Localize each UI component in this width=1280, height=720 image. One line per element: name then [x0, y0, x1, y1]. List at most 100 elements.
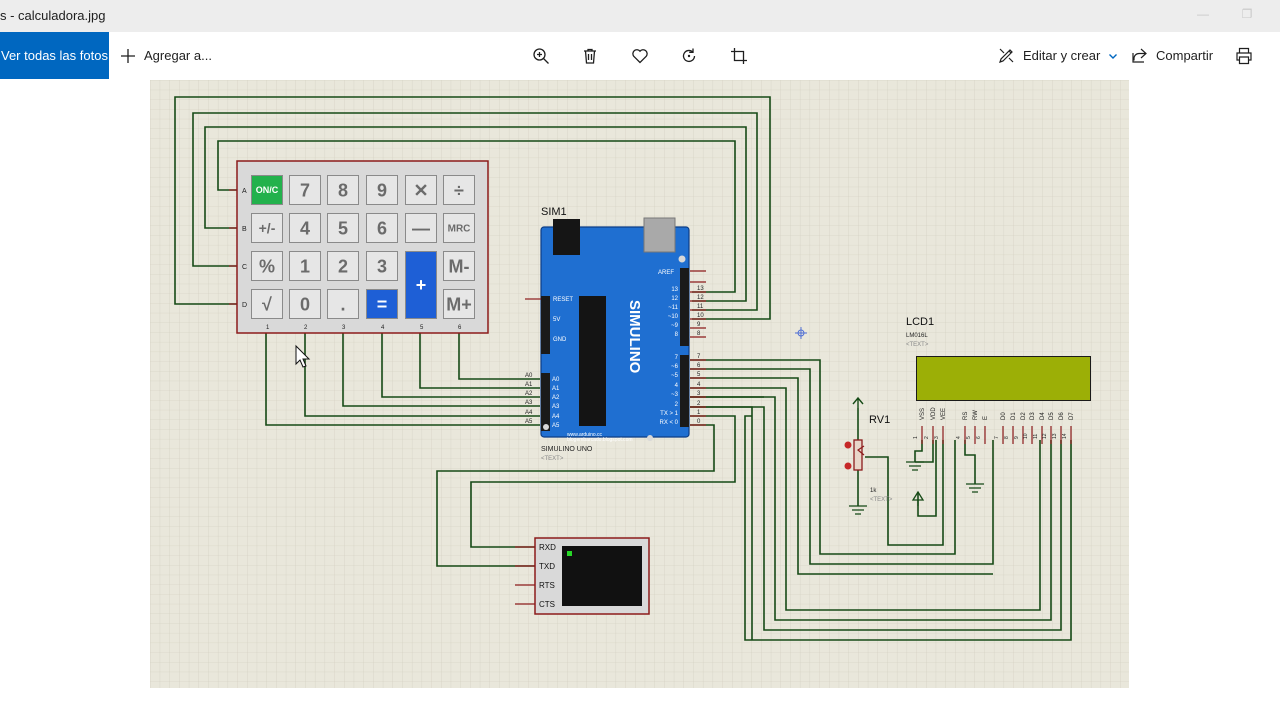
window-title: s - calculadora.jpg — [0, 8, 106, 23]
reset-label: RESET — [553, 297, 573, 303]
view-all-photos-button[interactable]: Ver todas las fotos — [0, 32, 109, 79]
keypad-row-label: D — [242, 302, 247, 309]
plus-icon — [120, 48, 136, 64]
lcd-pin-number: 1 — [913, 436, 919, 439]
blog-label: blogembarcado.blogspot.com — [567, 437, 633, 443]
digital-pin-label: ~3 — [671, 392, 679, 398]
digital-pin-number: 11 — [697, 304, 704, 310]
keypad-key — [252, 176, 282, 204]
keypad-key-label: 3 — [377, 256, 387, 276]
keypad-key — [290, 214, 320, 242]
lcd-pin-number: 14 — [1062, 433, 1068, 439]
brand-label: SIMULINO — [626, 300, 643, 374]
keypad-key — [328, 214, 358, 242]
digital-pin-number: 1 — [697, 410, 701, 416]
digital-pin-number: 13 — [697, 286, 704, 292]
digital-pin-label: 12 — [671, 296, 678, 302]
power-jack — [553, 219, 580, 255]
edit-create-label: Editar y crear — [1023, 48, 1101, 63]
5v-label: 5V — [553, 317, 560, 323]
digital-pin-label: 2 — [675, 402, 679, 408]
terminal-pin-label: TXD — [539, 562, 555, 571]
keypad-col-label: 4 — [381, 325, 385, 331]
keypad-key — [290, 290, 320, 318]
lcd-pin-label: VDD — [931, 407, 937, 420]
keypad-col-label: 6 — [458, 325, 462, 331]
share-button[interactable]: Compartir — [1131, 32, 1213, 79]
analog-pin-label: A3 — [552, 404, 560, 410]
digital-pin-label: ~10 — [668, 314, 679, 320]
keypad-key — [252, 214, 282, 242]
lcd-pin-label: D2 — [1021, 412, 1027, 420]
lcd-pin-label: VSS — [920, 408, 926, 420]
keypad-row-label: C — [242, 264, 247, 271]
lcd-pin-label: D0 — [1001, 412, 1007, 420]
share-label: Compartir — [1156, 48, 1214, 63]
keypad-key-label: 1 — [300, 256, 310, 276]
terminal-pin-label: RXD — [539, 543, 556, 552]
keypad-key — [367, 290, 397, 318]
digital-pin-label: ~11 — [668, 305, 678, 311]
title-bar: s - calculadora.jpg — ❐ — [0, 0, 1280, 32]
digital-pin-number: 10 — [697, 313, 704, 319]
delete-icon[interactable] — [578, 44, 602, 68]
digital-pin-number: 4 — [697, 382, 701, 388]
keypad-key-label: = — [377, 294, 388, 314]
keypad-key-label: + — [416, 275, 427, 295]
edit-create-button[interactable]: Editar y crear — [998, 32, 1118, 79]
analog-pin-net-label: A2 — [525, 391, 533, 397]
favorite-icon[interactable] — [628, 44, 652, 68]
pot-text-placeholder: <TEXT> — [870, 497, 893, 503]
keypad-key — [444, 214, 474, 242]
analog-pin-label: A2 — [552, 395, 560, 401]
analog-pin-label: A4 — [552, 414, 560, 420]
keypad-key-label: M+ — [446, 294, 472, 314]
print-icon[interactable] — [1232, 44, 1256, 68]
lcd-pin-number: 6 — [976, 436, 982, 439]
lcd-pin-number: 9 — [1014, 436, 1020, 439]
digital-pin-number: 9 — [697, 322, 701, 328]
minimize-button[interactable]: — — [1197, 7, 1209, 21]
digital-pin-number: 0 — [697, 419, 701, 425]
lcd-pin-number: 12 — [1042, 433, 1048, 439]
keypad-key-label: 6 — [377, 218, 387, 238]
keypad-key — [406, 214, 436, 242]
mouse-cursor-icon — [295, 344, 311, 368]
lcd-pin-label: D3 — [1030, 412, 1036, 420]
keypad-col-label: 2 — [304, 325, 308, 331]
zoom-in-icon[interactable] — [529, 44, 553, 68]
add-to-button[interactable]: Agregar a... — [120, 32, 212, 79]
crop-icon[interactable] — [727, 44, 751, 68]
chevron-down-icon — [1108, 51, 1118, 61]
rotate-icon[interactable] — [677, 44, 701, 68]
cursor-marker — [795, 327, 807, 339]
lcd-ref: LCD1 — [906, 316, 934, 328]
lcd-pin-label: E — [983, 416, 989, 420]
lcd-pin-number: 10 — [1023, 433, 1029, 439]
keypad-key-label: +/- — [259, 220, 276, 236]
digital-pin-number: 7 — [697, 354, 701, 360]
lcd-pin-number: 13 — [1052, 433, 1058, 439]
digital-pin-label: 4 — [675, 383, 679, 389]
analog-pin-label: A1 — [552, 386, 560, 392]
digital-pin-label: RX < 0 — [659, 420, 678, 426]
terminal-pin-label: RTS — [539, 581, 555, 590]
keypad-key — [367, 214, 397, 242]
lcd-pin-number: 4 — [956, 436, 962, 439]
keypad-key-label: 4 — [300, 218, 310, 238]
keypad-key-label: √ — [262, 294, 272, 314]
digital-pin-number: 6 — [697, 363, 701, 369]
lcd-display: LCD1 LM016L <TEXT> VSS1VDD2VEE3RS4RW5E6D… — [906, 316, 1091, 444]
digital-pin-number: 5 — [697, 372, 701, 378]
pot-value: 1k — [870, 488, 877, 494]
digital-pin-number: 2 — [697, 401, 701, 407]
terminal-screen — [562, 546, 642, 606]
lcd-text-placeholder: <TEXT> — [906, 342, 929, 348]
maximize-button[interactable]: ❐ — [1241, 7, 1253, 21]
lcd-pin-number: 3 — [934, 436, 940, 439]
keypad-key-label: — — [412, 218, 430, 238]
digital-pin-label: ~5 — [671, 373, 679, 379]
digital-pin-label: ~6 — [671, 364, 679, 370]
lcd-pin-number: 5 — [966, 436, 972, 439]
